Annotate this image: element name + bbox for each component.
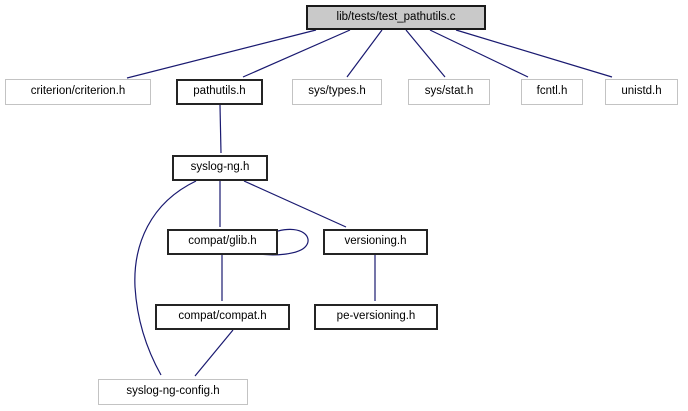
graph-node-label: criterion/criterion.h [30, 85, 126, 98]
graph-node-label: compat/compat.h [178, 310, 267, 323]
graph-node-versioning-h[interactable]: versioning.h [323, 229, 428, 255]
edge-test-pathutils-c-to-pathutils-h [242, 29, 351, 78]
graph-node-label: pathutils.h [193, 85, 246, 98]
graph-node-syslog-ng-config-h: syslog-ng-config.h [98, 379, 248, 405]
graph-node-label: lib/tests/test_pathutils.c [336, 10, 456, 23]
graph-node-label: compat/glib.h [188, 235, 257, 248]
graph-node-label: versioning.h [344, 235, 407, 248]
graph-node-syslog-ng-h[interactable]: syslog-ng.h [172, 155, 268, 181]
edge-test-pathutils-c-to-sys-types-h [346, 29, 383, 78]
graph-node-label: sys/types.h [308, 85, 366, 98]
graph-node-label: syslog-ng.h [190, 161, 250, 174]
graph-node-sys-types-h: sys/types.h [292, 79, 382, 105]
edge-syslog-ng-h-to-versioning-h [243, 180, 347, 228]
edge-test-pathutils-c-to-unistd-h [455, 29, 613, 78]
graph-node-label: sys/stat.h [424, 85, 474, 98]
graph-node-unistd-h: unistd.h [605, 79, 678, 105]
graph-node-pathutils-h[interactable]: pathutils.h [176, 79, 263, 105]
edge-test-pathutils-c-to-fcntl-h [429, 29, 529, 78]
edge-test-pathutils-c-to-sys-stat-h [405, 29, 446, 78]
graph-node-criterion-h: criterion/criterion.h [5, 79, 151, 105]
edge-test-pathutils-c-to-criterion-h [126, 29, 317, 79]
graph-node-label: unistd.h [621, 85, 662, 98]
edge-compat-compat-h-to-syslog-ng-config-h [194, 329, 234, 377]
edge-syslog-ng-h-to-syslog-ng-config-h [134, 180, 197, 376]
graph-node-pe-versioning-h[interactable]: pe-versioning.h [314, 304, 438, 330]
graph-node-sys-stat-h: sys/stat.h [408, 79, 490, 105]
edge-pathutils-h-to-syslog-ng-h [219, 104, 222, 154]
graph-node-label: syslog-ng-config.h [126, 385, 220, 398]
graph-node-fcntl-h: fcntl.h [521, 79, 583, 105]
graph-node-test-pathutils-c: lib/tests/test_pathutils.c [306, 5, 486, 30]
graph-node-compat-glib-h[interactable]: compat/glib.h [167, 229, 278, 255]
graph-node-label: fcntl.h [536, 85, 568, 98]
graph-node-label: pe-versioning.h [336, 310, 416, 323]
graph-node-compat-compat-h[interactable]: compat/compat.h [155, 304, 290, 330]
